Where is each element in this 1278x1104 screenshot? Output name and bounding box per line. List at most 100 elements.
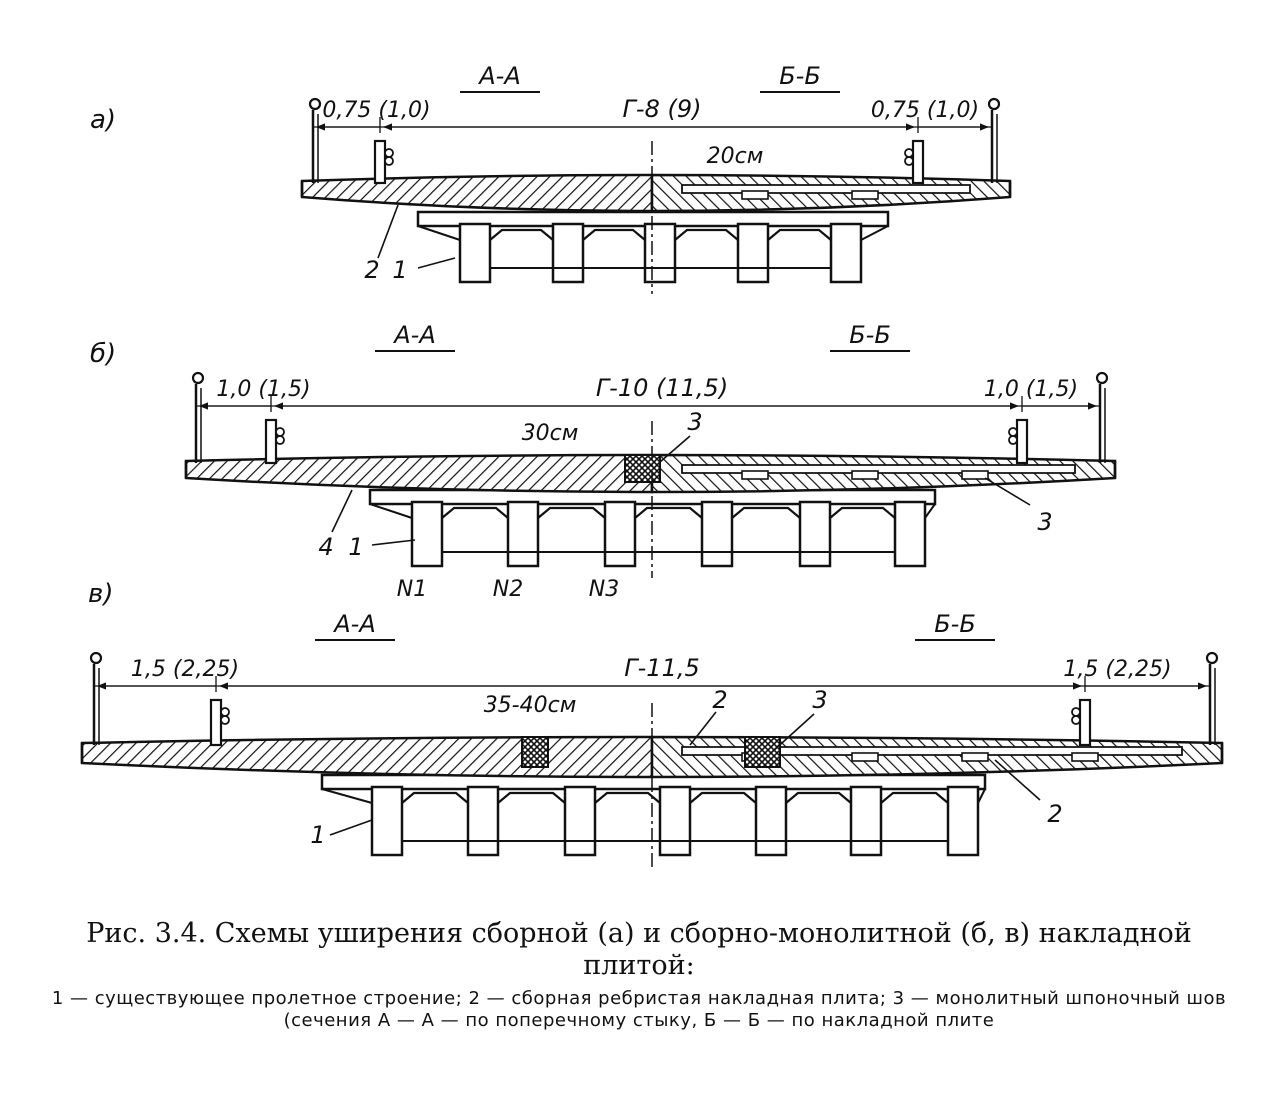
monolithic-joint [624,454,661,483]
callout-leader [994,759,1041,801]
callout-number: 1 [310,821,325,849]
section-label-left: А-А [392,321,436,349]
girder-stem [893,500,927,568]
beam-label: N1 [397,577,427,602]
callout-leader [984,477,1031,506]
callout-number: 2 [364,256,379,284]
slab-thickness: 35-40см [484,693,577,718]
callout-leader [417,257,456,269]
section-label-right: Б-Б [934,610,976,638]
girder-haunch [582,228,646,241]
callout-leader [331,489,353,533]
slab-thickness: 20см [707,144,764,169]
girder-stem [946,785,980,857]
girder-stem [506,500,540,568]
barrier-post [264,418,278,465]
barrier-clamp [1071,707,1081,717]
callout-leader [659,435,691,463]
callout-leader [371,539,416,546]
callout-number: 1 [348,533,363,561]
railing-knob [987,97,1001,111]
barrier-clamp [904,148,914,158]
girder-haunch [634,506,703,519]
diagram-b [184,350,1117,578]
deck-slab-left [300,173,654,213]
girder-stem [829,222,863,284]
girder-haunch [441,506,509,519]
railing-knob [1095,371,1109,385]
callout-number: 4 [318,533,333,561]
barrier-post [373,139,387,185]
railing-knob [191,371,205,385]
girder-haunch [537,506,606,519]
girder-stem [551,222,585,284]
monolithic-joint [521,736,549,768]
precast-rib [851,752,879,762]
girder-overhang [924,503,936,519]
girder-haunch [401,791,469,804]
barrier-clamp [220,715,230,725]
barrier-clamp [275,435,285,445]
girder-stem [736,222,770,284]
girder-stem [603,500,637,568]
girder-overhang [369,503,413,519]
girder-stem [370,785,404,857]
girder-haunch [594,791,661,804]
barrier-post [911,139,925,185]
precast-rib [851,470,879,480]
callout-number: 3 [1037,508,1052,536]
dimension-center: Г-10 (11,5) [596,374,728,402]
barrier-clamp [220,707,230,717]
callout-leader [377,204,399,259]
barrier-clamp [384,148,394,158]
girder-haunch [731,506,801,519]
dimension-left: 1,0 (1,5) [216,377,310,402]
section-label-left: А-А [477,62,521,90]
beam-label: N2 [493,577,523,602]
girder-stem [563,785,597,857]
girder-overhang [860,225,889,241]
girder-stem [410,500,444,568]
girder-stem [849,785,883,857]
barrier-clamp [1008,427,1018,437]
barrier-post [209,698,223,747]
callout-leader [329,819,373,836]
callout-leader [689,711,717,746]
diagram-a [300,91,1012,294]
barrier-clamp [384,156,394,166]
dimension-right: 1,5 (2,25) [1063,657,1171,682]
monolithic-joint [744,736,781,768]
barrier-clamp [1008,435,1018,445]
dimension-right: 1,0 (1,5) [984,377,1078,402]
callout-number: 3 [687,408,702,436]
figure-caption: Рис. 3.4. Схемы уширения сборной (а) и с… [86,918,1192,981]
precast-rib [741,470,769,480]
barrier-post [1015,418,1029,465]
girder-stem [643,222,677,284]
diagram-v [80,639,1224,867]
deck-slab-left [80,735,654,779]
dimension-right: 0,75 (1,0) [871,98,979,123]
barrier-clamp [275,427,285,437]
beam-label: N3 [589,577,619,602]
figure-legend: 1 — существующее пролетное строение; 2 —… [51,988,1227,1031]
section-label-left: А-А [332,610,376,638]
girder-stem [658,785,692,857]
callout-number: 2 [1047,800,1062,828]
precast-plate [681,746,1183,756]
precast-rib [741,190,769,200]
diagram-letter: б) [90,339,116,369]
railing-knob [1205,651,1219,665]
girder-overhang [417,225,461,241]
girder-haunch [497,791,566,804]
girder-haunch [785,791,852,804]
girder-stem [798,500,832,568]
girder-haunch [689,791,757,804]
barrier-clamp [1071,715,1081,725]
girder-stem [754,785,788,857]
deck-slab-right [650,735,1224,779]
girder-stem [700,500,734,568]
girder-haunch [674,228,739,241]
callout-number: 1 [392,256,407,284]
